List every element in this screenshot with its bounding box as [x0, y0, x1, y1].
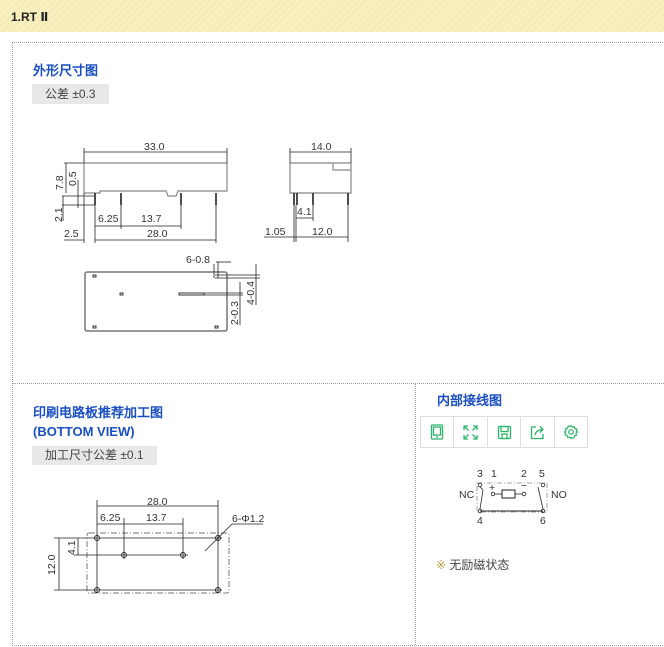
divider	[12, 383, 664, 384]
settings-icon	[563, 424, 579, 440]
coil-minus: −	[521, 480, 527, 492]
fullscreen-button[interactable]	[454, 417, 488, 447]
pcb-tolerance: 加工尺寸公差 ±0.1	[32, 446, 157, 465]
dim-length: 33.0	[144, 141, 165, 153]
pin-4: 4	[477, 515, 483, 527]
content-frame	[12, 42, 664, 646]
pcb-dim-p1: 6.25	[100, 512, 121, 524]
no-label: NO	[551, 489, 567, 501]
dim-row-span: 12.0	[312, 226, 333, 238]
pcb-dim-p2: 13.7	[146, 512, 167, 524]
save-icon	[497, 425, 511, 439]
pcb-drawing: 28.0 6.25 13.7 6-Φ1.2 12.0 4.1	[46, 496, 264, 594]
dim-p2: 13.7	[141, 213, 162, 225]
dim-span: 28.0	[147, 228, 168, 240]
dim-pin-len: 2.1	[53, 207, 65, 222]
side-view-drawing: 33.0 7.8 0.5 2.1 6.25 13.7 28.0 2.5	[53, 141, 228, 243]
share-button[interactable]	[521, 417, 555, 447]
pin-5: 5	[539, 468, 545, 480]
wiring-diagram: 3 1 2 5 + − 4 6 NC NO	[459, 468, 567, 527]
tablet-icon	[431, 424, 444, 440]
dim-edge: 1.05	[265, 226, 286, 238]
pcb-subtitle: (BOTTOM VIEW)	[33, 424, 135, 439]
nc-label: NC	[459, 489, 475, 501]
dim-pin-b: 4-0.4	[245, 281, 257, 305]
tablet-view-button[interactable]	[421, 417, 455, 447]
pcb-dim-height: 12.0	[46, 554, 58, 575]
section-title: 1.RT Ⅱ	[11, 10, 49, 24]
outline-tolerance: 公差 ±0.3	[32, 84, 109, 104]
dim-row: 4.1	[297, 206, 312, 218]
note-text: 无励磁状态	[449, 558, 510, 572]
pin-2: 2	[521, 468, 527, 480]
pcb-dim-row: 4.1	[66, 540, 78, 555]
divider	[415, 383, 416, 645]
settings-button[interactable]	[555, 417, 587, 447]
pcb-title: 印刷电路板推荐加工图	[33, 405, 164, 420]
dim-offset: 2.5	[64, 228, 79, 240]
pcb-dim-span: 28.0	[147, 496, 168, 508]
dim-height: 7.8	[54, 175, 66, 190]
pcb-dim-holes: 6-Φ1.2	[232, 513, 264, 525]
image-toolbar	[420, 416, 588, 448]
dim-width: 14.0	[311, 141, 332, 153]
wiring-title: 内部接线图	[437, 393, 503, 408]
dim-pin-a: 2-0.3	[229, 301, 241, 325]
save-button[interactable]	[488, 417, 522, 447]
section-header: 1.RT Ⅱ	[0, 0, 664, 32]
pin-3: 3	[477, 468, 483, 480]
coil-plus: +	[489, 482, 495, 494]
pin-6: 6	[540, 515, 546, 527]
note-mark: ※	[436, 558, 447, 572]
dim-gap: 0.5	[67, 171, 79, 186]
share-icon	[530, 425, 544, 439]
outline-title: 外形尺寸图	[33, 63, 99, 78]
end-view-drawing: 14.0 4.1 1.05 12.0	[264, 141, 352, 242]
dim-p1: 6.25	[98, 213, 119, 225]
fullscreen-icon	[463, 424, 478, 440]
dim-pin-size: 6-0.8	[186, 254, 210, 266]
bottom-view-drawing: 6-0.8 2-0.3 4-0.4	[84, 254, 260, 332]
pin-1: 1	[491, 468, 497, 480]
wiring-note: ※ 无励磁状态	[436, 556, 509, 573]
